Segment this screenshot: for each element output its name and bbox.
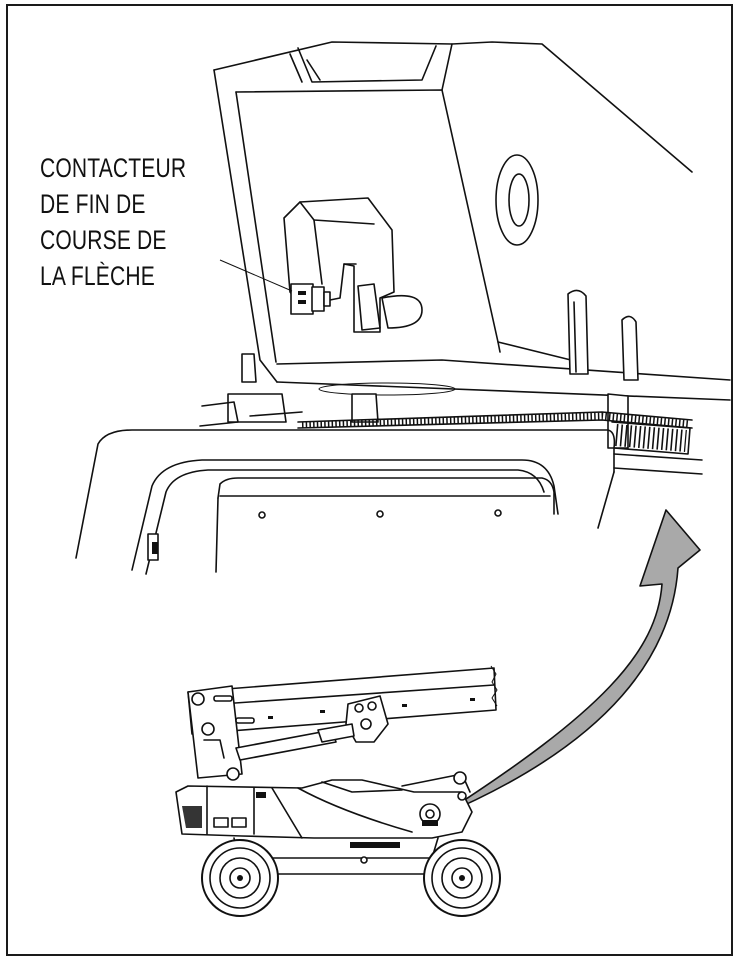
callout-line-1: CONTACTEUR xyxy=(40,153,187,183)
slew-ring-teeth xyxy=(297,411,693,455)
front-wheel xyxy=(201,839,279,917)
detail-view xyxy=(75,41,731,575)
machine-overview xyxy=(175,665,501,917)
limit-switch-callout: CONTACTEUR DE FIN DE COURSE DE LA FLÈCHE xyxy=(40,150,186,294)
leader-line xyxy=(219,259,293,292)
illustration xyxy=(75,41,731,917)
callout-line-3: COURSE DE xyxy=(40,225,167,255)
callout-line-4: LA FLÈCHE xyxy=(40,261,155,291)
diagram-frame: CONTACTEUR DE FIN DE COURSE DE LA FLÈCHE xyxy=(6,4,733,956)
rear-wheel xyxy=(423,839,501,917)
zoom-arrow xyxy=(439,509,701,817)
callout-line-2: DE FIN DE xyxy=(40,189,146,219)
